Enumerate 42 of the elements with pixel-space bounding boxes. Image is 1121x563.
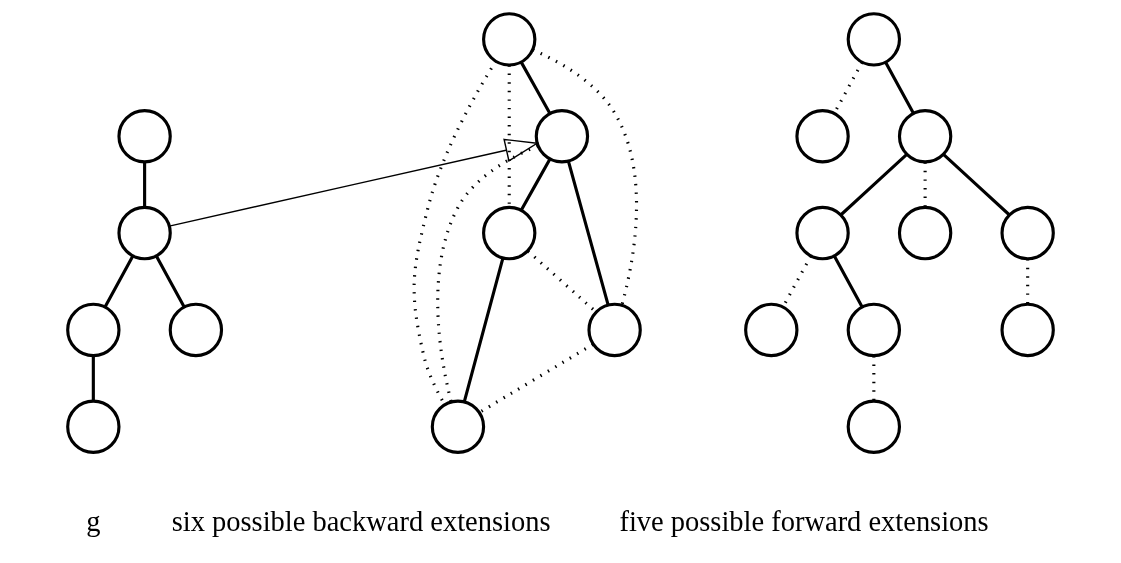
connector: [532, 48, 638, 306]
label: five possible forward extensions: [619, 505, 989, 537]
connector: [527, 250, 597, 313]
connector: [884, 61, 915, 114]
connector: [478, 343, 594, 414]
node-circle: [66, 302, 121, 358]
node-circle: [587, 302, 642, 358]
node-circle: [117, 109, 172, 164]
node-circle: [846, 12, 902, 67]
connector: [872, 356, 876, 401]
label: six possible backward extensions: [171, 505, 551, 537]
label: g: [86, 505, 101, 537]
node-circle: [168, 302, 224, 358]
node-circle: [744, 302, 799, 358]
connector: [1026, 259, 1030, 304]
connector: [839, 153, 908, 217]
connector: [462, 257, 505, 403]
node-circle: [482, 12, 537, 67]
connector: [520, 158, 552, 211]
connector: [155, 255, 186, 308]
node-circle: [66, 399, 121, 454]
node-circle: [482, 205, 537, 261]
connector: [833, 255, 864, 308]
node-circle: [1000, 205, 1055, 261]
connector: [91, 356, 95, 401]
node-circle: [897, 205, 953, 261]
connector: [942, 153, 1011, 217]
connector: [519, 61, 551, 114]
node-circle: [846, 399, 902, 454]
node-circle: [897, 109, 953, 164]
connector: [566, 160, 610, 306]
node-circle: [846, 302, 902, 358]
node-circle: [534, 109, 590, 164]
connector: [436, 144, 539, 403]
node-circle: [795, 109, 850, 164]
connector: [103, 255, 135, 308]
node-circle: [1000, 302, 1055, 358]
arrow: [168, 138, 540, 227]
node-circle: [430, 399, 486, 454]
connector: [143, 162, 147, 207]
node-circle: [795, 205, 850, 261]
node-circle: [117, 205, 172, 261]
